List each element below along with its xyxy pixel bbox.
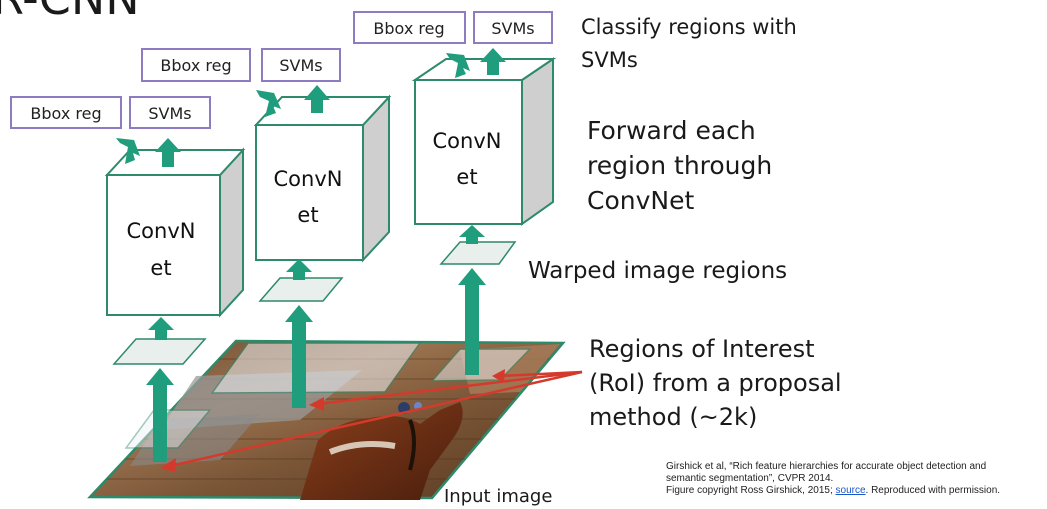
- roi-pointer-head-3: [492, 369, 505, 383]
- convnet-label-3b: et: [456, 165, 477, 189]
- arrow-convnet-to-svm-2: [304, 85, 330, 113]
- svm-label-3: SVMs: [491, 19, 534, 38]
- roi-region-1: [124, 409, 212, 449]
- bbox-reg-box-1: [10, 96, 122, 129]
- bbox-reg-label-1: Bbox reg: [30, 104, 101, 123]
- arrow-warp-to-convnet-1: [148, 317, 174, 340]
- convnet-label-1a: ConvN: [127, 219, 196, 243]
- convnet-label-2b: et: [297, 203, 318, 227]
- convnet-block-1: ConvN et: [104, 147, 246, 318]
- annotation-roi-line-1: Regions of Interest: [589, 335, 815, 363]
- roi-region-2: [210, 342, 422, 394]
- annotation-forward-line-3: ConvNet: [587, 186, 694, 215]
- citation: Girshick et al, “Rich feature hierarchie…: [666, 461, 1047, 497]
- arrow-convnet-to-bbox-2: [256, 90, 281, 117]
- svm-label-1: SVMs: [148, 104, 191, 123]
- convnet-label-2a: ConvN: [274, 167, 343, 191]
- svm-box-3: [473, 11, 553, 44]
- warped-region-3: [439, 241, 517, 265]
- bbox-reg-label-2: Bbox reg: [160, 56, 231, 75]
- citation-line-1: Girshick et al, “Rich feature hierarchie…: [666, 461, 987, 472]
- bbox-reg-label-3: Bbox reg: [373, 19, 444, 38]
- citation-line-3: Figure copyright Ross Girshick, 2015; so…: [666, 485, 1047, 497]
- annotation-warped: Warped image regions: [528, 258, 787, 284]
- arrow-image-to-warp-2: [285, 305, 313, 408]
- annotation-forward-line-2: region through: [587, 151, 772, 180]
- annotation-classify-line-2: SVMs: [581, 48, 638, 72]
- citation-line-3-prefix: Figure copyright Ross Girshick, 2015;: [666, 485, 836, 496]
- source-link[interactable]: source: [835, 485, 866, 496]
- bbox-reg-box-2: [141, 48, 251, 82]
- svm-box-2: [261, 48, 341, 82]
- arrow-warp-to-convnet-2: [286, 259, 312, 280]
- convnet-block-2: ConvN et: [253, 94, 392, 263]
- convnet-block-3: ConvN et: [411, 57, 557, 226]
- roi-pointer-head-1: [160, 458, 176, 472]
- arrow-convnet-to-svm-1: [155, 138, 181, 167]
- svm-label-2: SVMs: [279, 56, 322, 75]
- annotation-forward-line-1: Forward each: [587, 116, 756, 145]
- roi-pointer-head-2: [309, 397, 324, 411]
- convnet-label-1b: et: [150, 256, 171, 280]
- arrow-convnet-to-svm-3: [480, 48, 506, 75]
- arrow-image-to-warp-3: [458, 268, 486, 375]
- roi-pointer-line-1: [169, 370, 583, 468]
- annotation-roi-line-2: (RoI) from a proposal: [589, 369, 842, 397]
- annotation-classify-line-1: Classify regions with: [581, 15, 797, 39]
- arrow-image-to-warp-1: [146, 368, 174, 462]
- title-fragment: R-CNN: [0, 0, 140, 25]
- arrow-convnet-to-bbox-3: [446, 53, 470, 78]
- bbox-reg-box-3: [353, 11, 466, 44]
- roi-pointer-line-3: [499, 370, 583, 378]
- citation-line-3-suffix: . Reproduced with permission.: [865, 485, 1001, 496]
- svm-box-1: [129, 96, 211, 129]
- annotation-input-image: Input image: [444, 486, 552, 507]
- annotation-roi-line-3: method (~2k): [589, 403, 757, 431]
- arrow-convnet-to-bbox-1: [116, 138, 140, 164]
- warped-region-1: [112, 338, 207, 365]
- warped-region-2: [258, 277, 344, 302]
- convnet-label-3a: ConvN: [433, 129, 502, 153]
- citation-line-2: semantic segmentation”, CVPR 2014.: [666, 473, 834, 484]
- arrow-warp-to-convnet-3: [459, 225, 485, 244]
- roi-pointer-line-2: [317, 370, 583, 406]
